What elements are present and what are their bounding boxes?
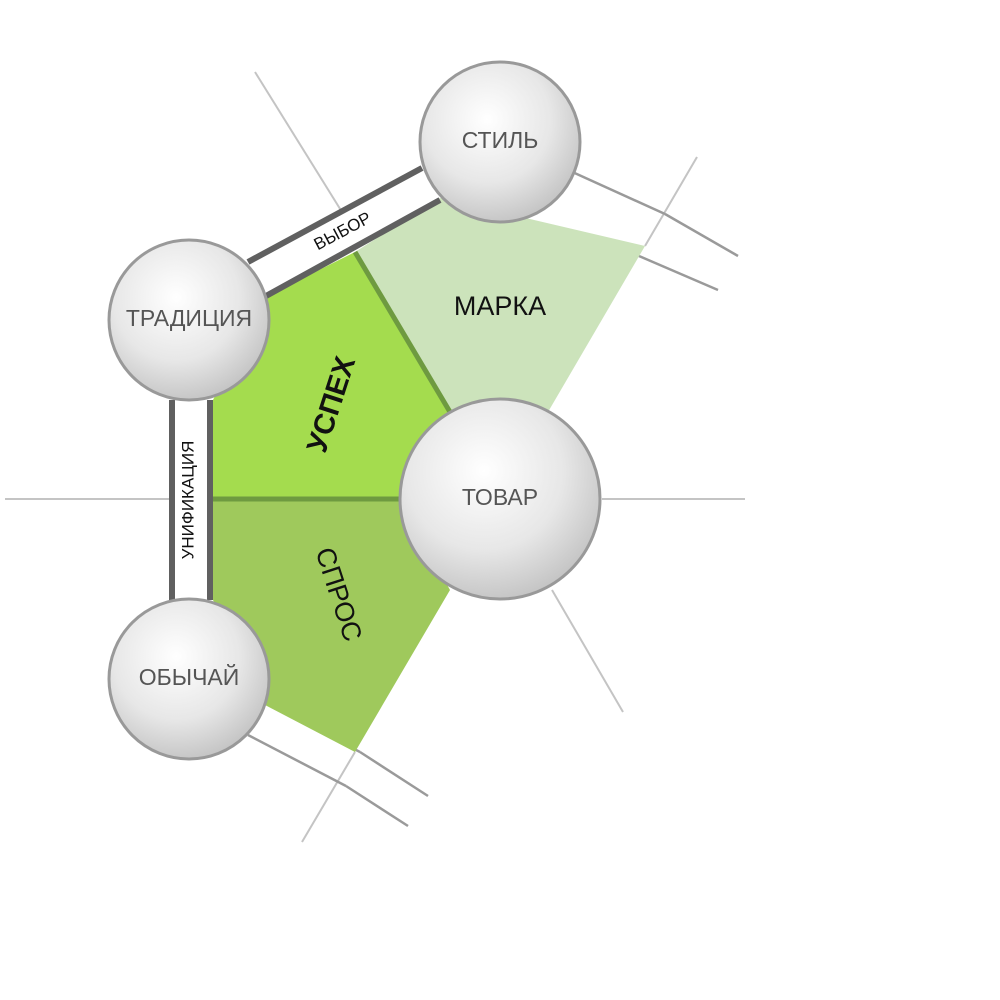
band-custom-right-upper-ext	[359, 750, 429, 798]
node-style: СТИЛЬ	[418, 60, 582, 224]
divider-brand-success	[352, 250, 453, 414]
node-label-tradition: ТРАДИЦИЯ	[126, 305, 252, 331]
band-style-right-outer	[664, 212, 739, 258]
region-demand	[212, 499, 450, 752]
band-style-right-lower	[624, 248, 719, 292]
node-label-product: ТОВАР	[462, 484, 538, 510]
node-custom: ОБЫЧАЙ	[107, 597, 271, 761]
connector-label-unification: УНИФИКАЦИЯ	[178, 441, 197, 560]
node-tradition: ТРАДИЦИЯ	[107, 238, 271, 402]
guide-line	[644, 156, 698, 247]
region-dividers	[212, 250, 453, 502]
guide-line	[254, 71, 343, 213]
guide-line	[301, 751, 356, 843]
guide-lines	[5, 71, 745, 843]
node-product: ТОВАР	[398, 397, 602, 601]
region-brand	[355, 198, 645, 412]
band-style-right-inner	[567, 168, 666, 216]
band-custom-right-outer	[247, 733, 347, 788]
region-label-brand: МАРКА	[454, 291, 546, 321]
node-label-style: СТИЛЬ	[462, 127, 539, 153]
band-custom-right-outer-ext	[345, 784, 409, 828]
band-choice	[246, 165, 442, 299]
band-unification	[169, 400, 213, 600]
node-label-custom: ОБЫЧАЙ	[139, 663, 240, 690]
guide-line	[551, 589, 624, 713]
